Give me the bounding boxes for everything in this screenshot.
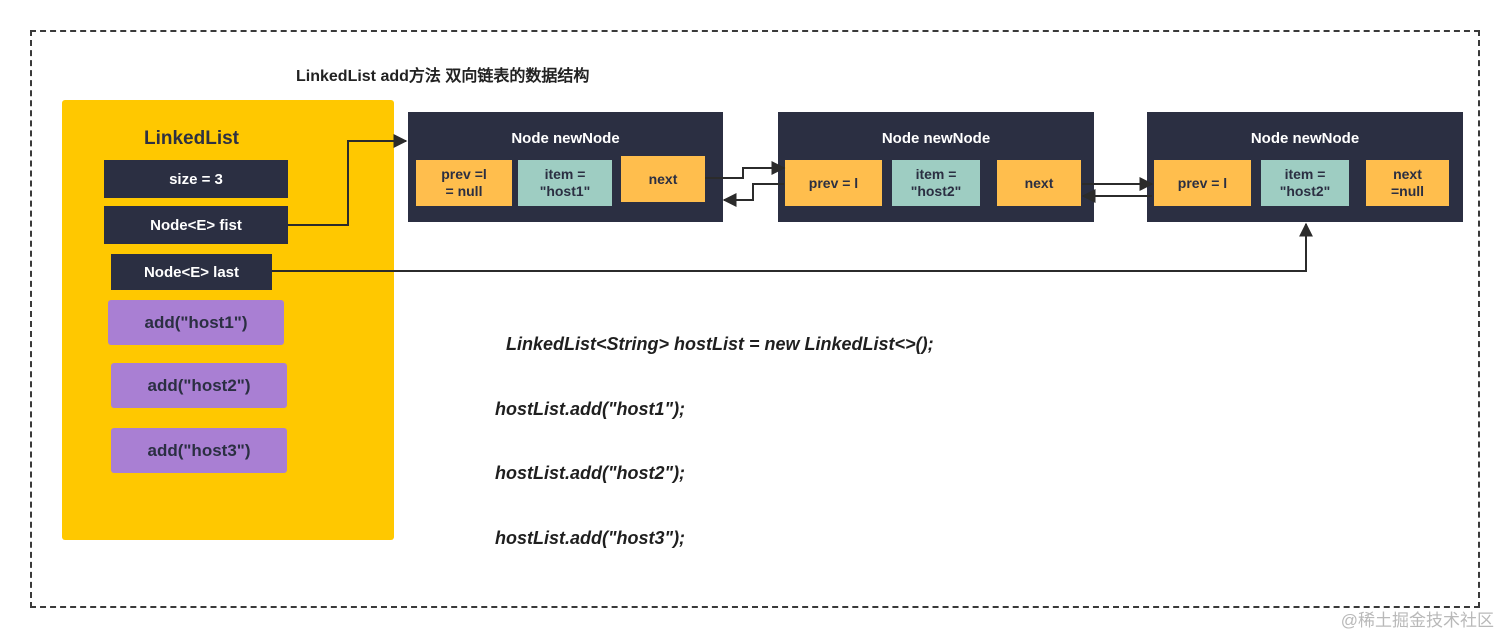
node-2-item: item = "host2" — [892, 160, 980, 206]
method-add-host2: add("host2") — [111, 363, 287, 408]
node-3-next: next =null — [1366, 160, 1449, 206]
node-1: Node newNode prev =l = null item = "host… — [408, 112, 723, 222]
code-line-add-host3: hostList.add("host3"); — [495, 528, 686, 548]
node-3: Node newNode prev = l item = "host2" nex… — [1147, 112, 1463, 222]
node-1-prev: prev =l = null — [416, 160, 512, 206]
node-1-next: next — [621, 156, 705, 202]
method-add-host1: add("host1") — [108, 300, 284, 345]
diagram-frame — [30, 30, 1480, 608]
field-last: Node<E> last — [111, 254, 272, 290]
field-first: Node<E> fist — [104, 206, 288, 244]
linkedlist-label: LinkedList — [144, 128, 240, 149]
code-line-declaration: LinkedList<String> hostList = new Linked… — [506, 334, 934, 354]
node-3-prev: prev = l — [1154, 160, 1251, 206]
node-2-next: next — [997, 160, 1081, 206]
node-3-item: item = "host2" — [1261, 160, 1349, 206]
code-line-add-host2: hostList.add("host2"); — [495, 463, 686, 483]
code-line-add-host1: hostList.add("host1"); — [495, 399, 686, 419]
node-2: prev = l Node newNode item = "host2" nex… — [778, 112, 1094, 222]
node-3-title: Node newNode — [1250, 130, 1360, 147]
node-1-title: Node newNode — [511, 130, 620, 147]
method-add-host3: add("host3") — [111, 428, 287, 473]
watermark: @稀土掘金技术社区 — [1340, 611, 1494, 630]
node-1-item: item = "host1" — [518, 160, 612, 206]
node-2-prev: prev = l — [785, 160, 882, 206]
node-2-title: Node newNode — [881, 130, 991, 147]
field-size: size = 3 — [104, 160, 288, 198]
diagram-title: LinkedList add方法 双向链表的数据结构 — [296, 68, 590, 85]
